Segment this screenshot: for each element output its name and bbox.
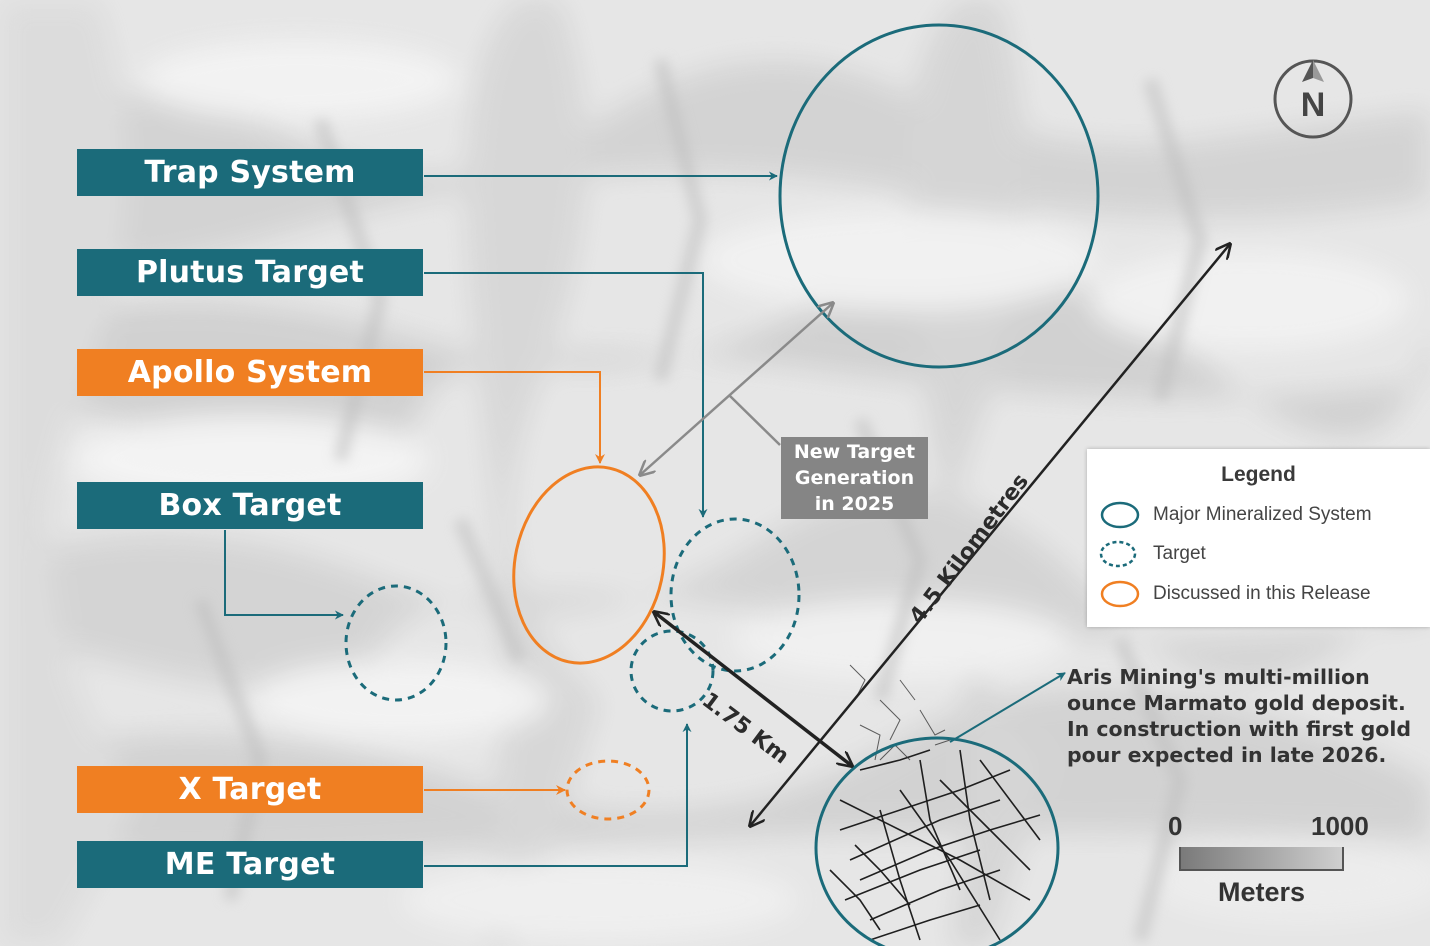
legend-title: Legend (1221, 463, 1296, 486)
deposit-note-line-3: In construction with first gold (1067, 717, 1412, 741)
trap-system-ellipse (778, 23, 1100, 369)
deposit-note-line-1: Aris Mining's multi-million (1067, 665, 1370, 689)
legend-item-target: Target (1099, 539, 1206, 569)
box-target-label: Box Target (77, 482, 423, 529)
new-target-line-3: in 2025 (814, 493, 895, 515)
solid-orange-ellipse-icon (1100, 580, 1140, 608)
apollo-system-ellipse (512, 465, 666, 665)
me-target-label: ME Target (77, 841, 423, 888)
distance-1-75km-arrow (654, 612, 852, 766)
x-target-label: X Target (77, 766, 423, 813)
scale-bar-max-label: 1000 (1311, 811, 1369, 841)
dashed-teal-ellipse-icon (1099, 540, 1137, 568)
north-label: N (1301, 86, 1326, 124)
scale-bar-zero-label: 0 (1168, 811, 1183, 841)
deposit-note-line-4: pour expected in late 2026. (1067, 743, 1387, 767)
plutus-target-connector (424, 272, 708, 518)
box-target-ellipse (344, 584, 448, 702)
new-target-leader (729, 395, 781, 446)
deposit-note-pointer (949, 672, 1066, 743)
legend-panel: Legend Major Mineralized System Target D… (1087, 449, 1430, 627)
legend-label-major-system: Major Mineralized System (1153, 504, 1372, 525)
new-target-line-1: New Target (793, 441, 916, 463)
x-target-ellipse (565, 759, 651, 821)
marmato-deposit-note: Aris Mining's multi-million ounce Marmat… (1067, 664, 1412, 768)
marmato-outer-traces (849, 664, 951, 761)
deposit-note-line-2: ounce Marmato gold deposit. (1067, 691, 1406, 715)
new-target-line-2: Generation (794, 467, 915, 489)
legend-label-target: Target (1153, 543, 1206, 564)
apollo-system-connector (424, 371, 605, 464)
trap-system-label: Trap System (77, 149, 423, 196)
marmato-vein-traces (829, 749, 1041, 941)
plutus-target-ellipse (669, 517, 801, 673)
scale-bar (1179, 847, 1344, 871)
legend-label-discussed: Discussed in this Release (1153, 583, 1371, 604)
plutus-target-label: Plutus Target (77, 249, 423, 296)
legend-item-major-system: Major Mineralized System (1099, 500, 1372, 530)
me-target-ellipse (629, 629, 715, 713)
apollo-system-label: Apollo System (77, 349, 423, 396)
me-target-connector (424, 723, 692, 867)
north-arrow-icon: N (1273, 59, 1353, 139)
box-target-connector (224, 530, 344, 620)
scale-bar-unit-label: Meters (1218, 877, 1306, 907)
solid-teal-ellipse-icon (1100, 501, 1140, 529)
legend-item-discussed: Discussed in this Release (1099, 579, 1371, 609)
new-target-generation-box: New Target Generation in 2025 (781, 437, 928, 519)
